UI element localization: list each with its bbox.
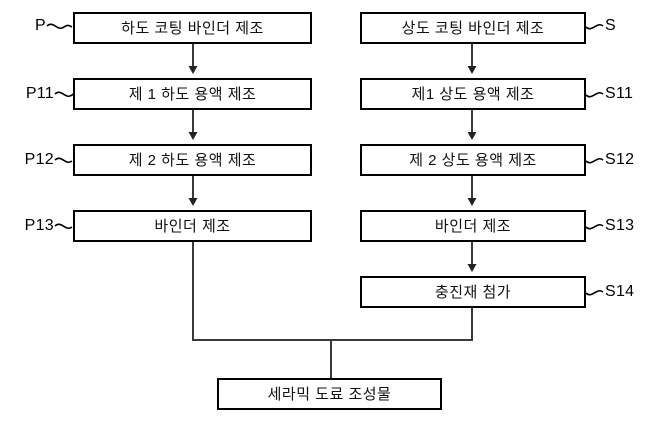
leader-s11 — [585, 92, 604, 98]
node-s-label: 상도 코팅 바인더 제조 — [401, 19, 545, 37]
node-result-label: 세라믹 도료 조성물 — [267, 385, 392, 403]
node-p13[interactable]: 바인더 제조 — [73, 210, 312, 242]
node-s11[interactable]: 제1 상도 용액 제조 — [360, 78, 586, 110]
node-p-label: 하도 코팅 바인더 제조 — [121, 19, 264, 37]
node-s13-label: 바인더 제조 — [434, 217, 512, 235]
node-s[interactable]: 상도 코팅 바인더 제조 — [360, 12, 586, 44]
node-s13[interactable]: 바인더 제조 — [360, 210, 586, 242]
leader-p12 — [54, 157, 73, 163]
ref-label-p12: P12 — [24, 151, 54, 168]
leader-p13 — [54, 223, 73, 229]
ref-label-p11: P11 — [25, 85, 54, 102]
node-s11-label: 제1 상도 용액 제조 — [411, 85, 535, 103]
ref-label-s14: S14 — [605, 283, 635, 300]
ref-label-s: S — [605, 17, 616, 34]
leader-s13 — [585, 224, 604, 230]
node-p12-label: 제 2 하도 용액 제조 — [128, 151, 257, 169]
node-p13-label: 바인더 제조 — [154, 217, 231, 235]
leader-p — [46, 23, 73, 29]
node-s12-label: 제 2 상도 용액 제조 — [409, 151, 537, 169]
node-s14-label: 충진재 첨가 — [434, 283, 512, 301]
leader-s12 — [585, 158, 604, 164]
ref-label-s13: S13 — [605, 217, 635, 234]
ref-label-s12: S12 — [605, 151, 635, 168]
ref-label-s11: S11 — [605, 85, 634, 102]
node-p11-label: 제 1 하도 용액 제조 — [128, 85, 257, 103]
leader-s14 — [585, 290, 604, 296]
leader-s — [585, 24, 604, 30]
node-result[interactable]: 세라믹 도료 조성물 — [217, 378, 442, 410]
node-p11[interactable]: 제 1 하도 용액 제조 — [73, 78, 312, 110]
node-p12[interactable]: 제 2 하도 용액 제조 — [73, 144, 312, 176]
node-s14[interactable]: 충진재 첨가 — [360, 276, 586, 308]
ref-label-p13: P13 — [24, 217, 54, 234]
node-p[interactable]: 하도 코팅 바인더 제조 — [73, 12, 312, 44]
node-s12[interactable]: 제 2 상도 용액 제조 — [360, 144, 586, 176]
ref-label-p: P — [35, 17, 46, 34]
